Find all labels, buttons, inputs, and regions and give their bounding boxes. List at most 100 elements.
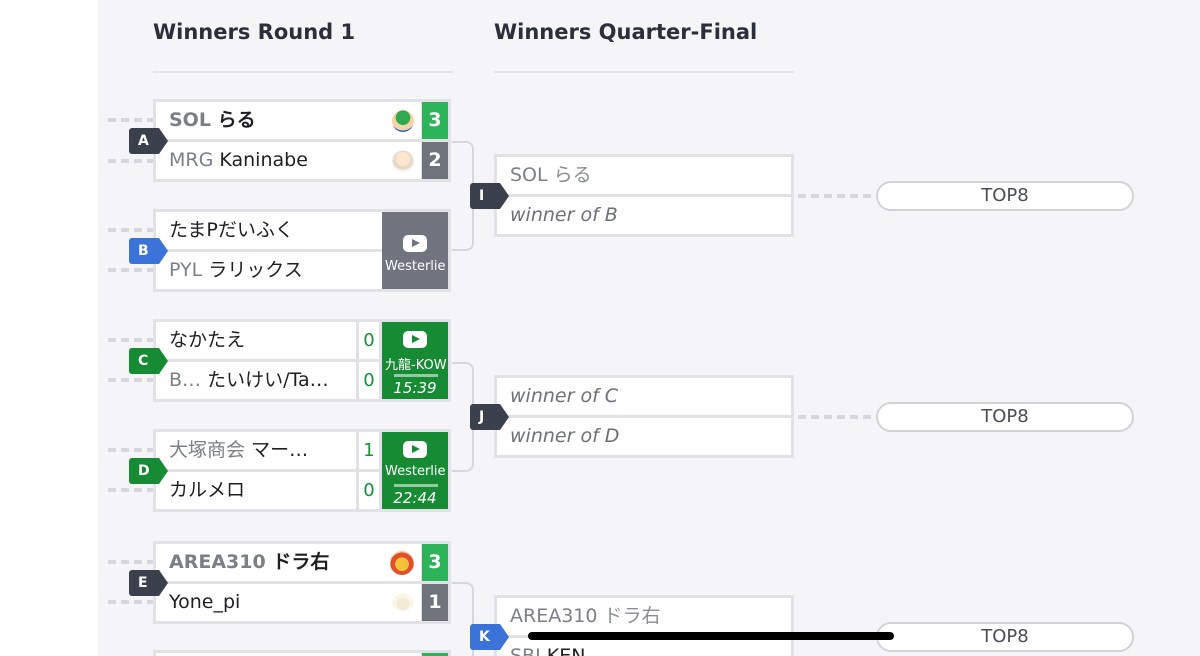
bracket-connector	[452, 582, 474, 656]
match-card-d[interactable]: 大塚商会 マー… 1 カルメロ 0 Westerlie 22:44	[153, 429, 451, 512]
live-score: 1	[359, 432, 379, 469]
top8-pill[interactable]: TOP8	[876, 622, 1134, 652]
player-tag: らる	[553, 164, 592, 186]
live-score: 0	[359, 362, 379, 399]
team-prefix: SOL	[510, 164, 548, 186]
match-card-a[interactable]: SOL らる 3 MRG Kaninabe 2	[153, 99, 451, 182]
match-slot[interactable]: winner of C	[497, 378, 791, 415]
stream-button[interactable]: Westerlie 22:44	[382, 432, 448, 509]
bracket-lead-line	[108, 448, 154, 452]
match-card-partial[interactable]	[153, 650, 451, 656]
left-margin	[0, 0, 98, 656]
stream-time: 15:39	[393, 379, 437, 397]
stream-time: 22:44	[393, 489, 437, 507]
player-name: MRG Kaninabe	[169, 142, 308, 179]
match-label-i: I	[470, 183, 509, 209]
match-card-e[interactable]: AREA310 ドラ右 3 Yone_pi 1	[153, 541, 451, 624]
home-indicator[interactable]	[528, 632, 894, 640]
player-name: SOL らる	[510, 157, 592, 194]
round-title-winners-quarter-final: Winners Quarter-Final	[494, 20, 758, 44]
match-label-c: C	[129, 348, 168, 374]
rosalina-character-icon	[392, 150, 414, 172]
team-prefix: SBI	[510, 645, 541, 656]
bracket-lead-line	[108, 338, 154, 342]
round-divider	[494, 71, 794, 73]
player-name: カルメロ	[169, 479, 246, 501]
placeholder-slot: winner of B	[510, 204, 618, 226]
angel-character-icon	[392, 593, 414, 611]
match-card-c[interactable]: なかたえ 0 B… たいけい/Ta… 0 九龍-KOW 15:39	[153, 319, 451, 402]
team-prefix: SOL	[169, 109, 211, 131]
stream-channel-name: Westerlie	[385, 464, 446, 479]
score-badge-win	[422, 653, 448, 656]
placeholder-slot: winner of D	[510, 425, 620, 447]
match-slot[interactable]: MRG Kaninabe	[156, 142, 421, 179]
player-tag: KEN	[546, 645, 586, 656]
player-tag: ドラ右	[603, 605, 661, 627]
match-card-j[interactable]: winner of C winner of D	[494, 375, 794, 458]
match-label-k: K	[470, 624, 509, 650]
bracket-lead-line	[798, 415, 874, 419]
match-slot[interactable]: SOL らる	[497, 157, 791, 194]
live-score: 0	[359, 472, 379, 509]
stream-button[interactable]: Westerlie	[382, 212, 448, 289]
player-name: なかたえ	[169, 329, 246, 351]
stream-progress-bar	[394, 374, 438, 377]
match-slot[interactable]: 大塚商会 マー…	[156, 432, 356, 469]
bracket-lead-line	[108, 488, 154, 492]
player-tag: マー…	[251, 439, 309, 461]
match-slot[interactable]: たまPだいふく	[156, 212, 382, 249]
match-slot[interactable]: なかたえ	[156, 322, 356, 359]
team-prefix: B…	[169, 369, 202, 391]
round-divider	[153, 71, 453, 73]
match-card-i[interactable]: SOL らる winner of B	[494, 154, 794, 237]
score-badge-win: 3	[422, 544, 448, 581]
score-badge-lose: 1	[422, 584, 448, 621]
match-slot[interactable]: AREA310 ドラ右	[156, 544, 421, 581]
team-prefix: 大塚商会	[169, 439, 246, 461]
player-name: SBI KEN	[510, 638, 585, 656]
round-title-winners-round-1: Winners Round 1	[153, 20, 356, 44]
player-name: Yone_pi	[169, 591, 241, 613]
match-slot[interactable]: Yone_pi	[156, 584, 421, 621]
match-card-k[interactable]: AREA310 ドラ右 SBI KEN	[494, 595, 794, 656]
score-badge-win: 3	[422, 102, 448, 139]
match-slot[interactable]: B… たいけい/Ta…	[156, 362, 356, 399]
match-slot[interactable]: カルメロ	[156, 472, 356, 509]
player-tag: らる	[217, 109, 256, 131]
match-card-b[interactable]: たまPだいふく PYL ラリックス Westerlie	[153, 209, 451, 292]
player-name: AREA310 ドラ右	[169, 544, 329, 581]
team-prefix: MRG	[169, 149, 214, 171]
bracket-lead-line	[108, 560, 154, 564]
match-label-a: A	[129, 128, 168, 154]
player-tag: ラリックス	[208, 259, 303, 281]
match-slot[interactable]	[156, 653, 421, 656]
bracket-lead-line	[798, 194, 874, 198]
live-score: 0	[359, 322, 379, 359]
youtube-icon	[403, 441, 427, 458]
match-slot[interactable]: AREA310 ドラ右	[497, 598, 791, 635]
top8-pill[interactable]: TOP8	[876, 402, 1134, 432]
bracket-lead-line	[108, 378, 154, 382]
player-tag: Kaninabe	[219, 149, 308, 171]
luigi-character-icon	[392, 110, 414, 132]
bracket-lead-line	[108, 228, 154, 232]
match-slot[interactable]: winner of D	[497, 418, 791, 455]
match-slot[interactable]: winner of B	[497, 197, 791, 234]
match-label-j: J	[470, 404, 509, 430]
youtube-icon	[403, 331, 427, 348]
team-prefix: AREA310	[510, 605, 598, 627]
top8-pill[interactable]: TOP8	[876, 181, 1134, 211]
stream-button[interactable]: 九龍-KOW 15:39	[382, 322, 448, 399]
bowser-character-icon	[390, 551, 414, 575]
player-name: 大塚商会 マー…	[169, 432, 308, 469]
youtube-icon	[403, 235, 427, 252]
match-label-d: D	[129, 458, 168, 484]
player-name: B… たいけい/Ta…	[169, 362, 329, 399]
match-slot[interactable]: SBI KEN	[497, 638, 791, 656]
bracket-lead-line	[108, 268, 154, 272]
match-slot[interactable]: SOL らる	[156, 102, 421, 139]
stream-channel-name: 九龍-KOW	[385, 358, 447, 373]
match-slot[interactable]: PYL ラリックス	[156, 252, 382, 289]
player-name: AREA310 ドラ右	[510, 598, 661, 635]
